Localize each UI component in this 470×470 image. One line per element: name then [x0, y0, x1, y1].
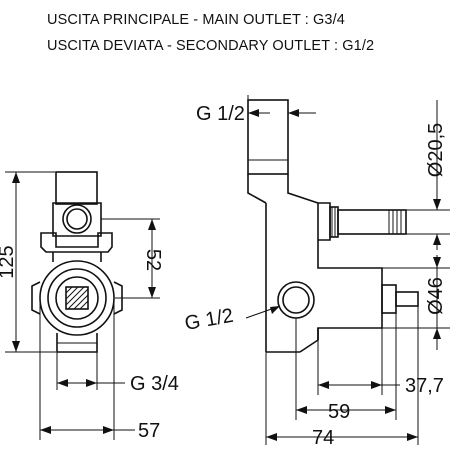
front-body-inner — [55, 276, 99, 320]
side-total-depth-label: 74 — [312, 427, 334, 449]
front-top-pipe — [55, 171, 98, 205]
front-offset-dimension — [101, 218, 160, 299]
side-depth-dimension-2 — [295, 313, 397, 420]
main-outlet-spec: USCITA PRINCIPALE - MAIN OUTLET : G3/4 — [47, 12, 345, 28]
front-collar — [52, 202, 102, 237]
front-view: 125 52 G 3/4 57 — [0, 171, 179, 442]
side-thread-leader — [245, 305, 281, 319]
front-upper-ring-outer — [62, 204, 92, 234]
front-upper-ring-inner — [66, 208, 88, 230]
side-top-diameter-label: Ø20,5 — [425, 123, 447, 177]
side-depth-label-2: 59 — [328, 401, 350, 423]
side-nipple-pipe — [337, 209, 407, 235]
front-thread-label: G 3/4 — [130, 373, 179, 395]
front-body-outer — [39, 260, 115, 336]
side-body-diameter-dimension — [382, 255, 450, 350]
front-mounting-bracket — [40, 232, 113, 253]
front-height-label: 125 — [0, 245, 18, 278]
side-nipple-thread — [331, 207, 336, 237]
side-top-thread-label: G 1/2 — [196, 103, 245, 125]
front-width-label: 57 — [138, 420, 160, 442]
side-top-thread-dimension — [247, 95, 316, 117]
side-top-diameter-dimension — [406, 100, 450, 250]
front-thread-dimension — [56, 352, 125, 390]
front-width-dimension — [39, 300, 135, 440]
side-lower-body — [299, 328, 319, 353]
side-top-pipe — [247, 99, 289, 175]
side-depth-dimension — [317, 328, 400, 395]
front-left-lug — [31, 281, 41, 315]
side-shoulder — [247, 174, 319, 204]
front-cartridge-hatch — [65, 286, 89, 310]
front-offset-label: 52 — [142, 249, 164, 271]
side-thread-label: G 1/2 — [183, 305, 235, 335]
side-cartridge-stem — [395, 291, 419, 307]
side-nipple-end-thread — [388, 210, 402, 234]
side-cartridge-housing — [317, 258, 383, 340]
side-outlet-inner — [282, 286, 310, 314]
side-cartridge-cap — [381, 284, 397, 314]
side-total-depth-dimension — [265, 306, 419, 445]
front-height-dimension — [5, 171, 56, 353]
secondary-outlet-spec: USCITA DEVIATA - SECONDARY OUTLET : G1/2 — [47, 38, 375, 54]
side-view: G 1/2 Ø20,5 Ø46 G 1/2 — [183, 95, 450, 449]
front-body-mid — [47, 268, 107, 328]
front-cartridge-square — [65, 286, 89, 310]
side-nipple-collar — [318, 202, 331, 241]
side-depth-label: 37,7 — [405, 375, 444, 397]
side-body-diameter-label: Ø46 — [425, 277, 447, 315]
side-nipple-nut — [329, 206, 339, 238]
